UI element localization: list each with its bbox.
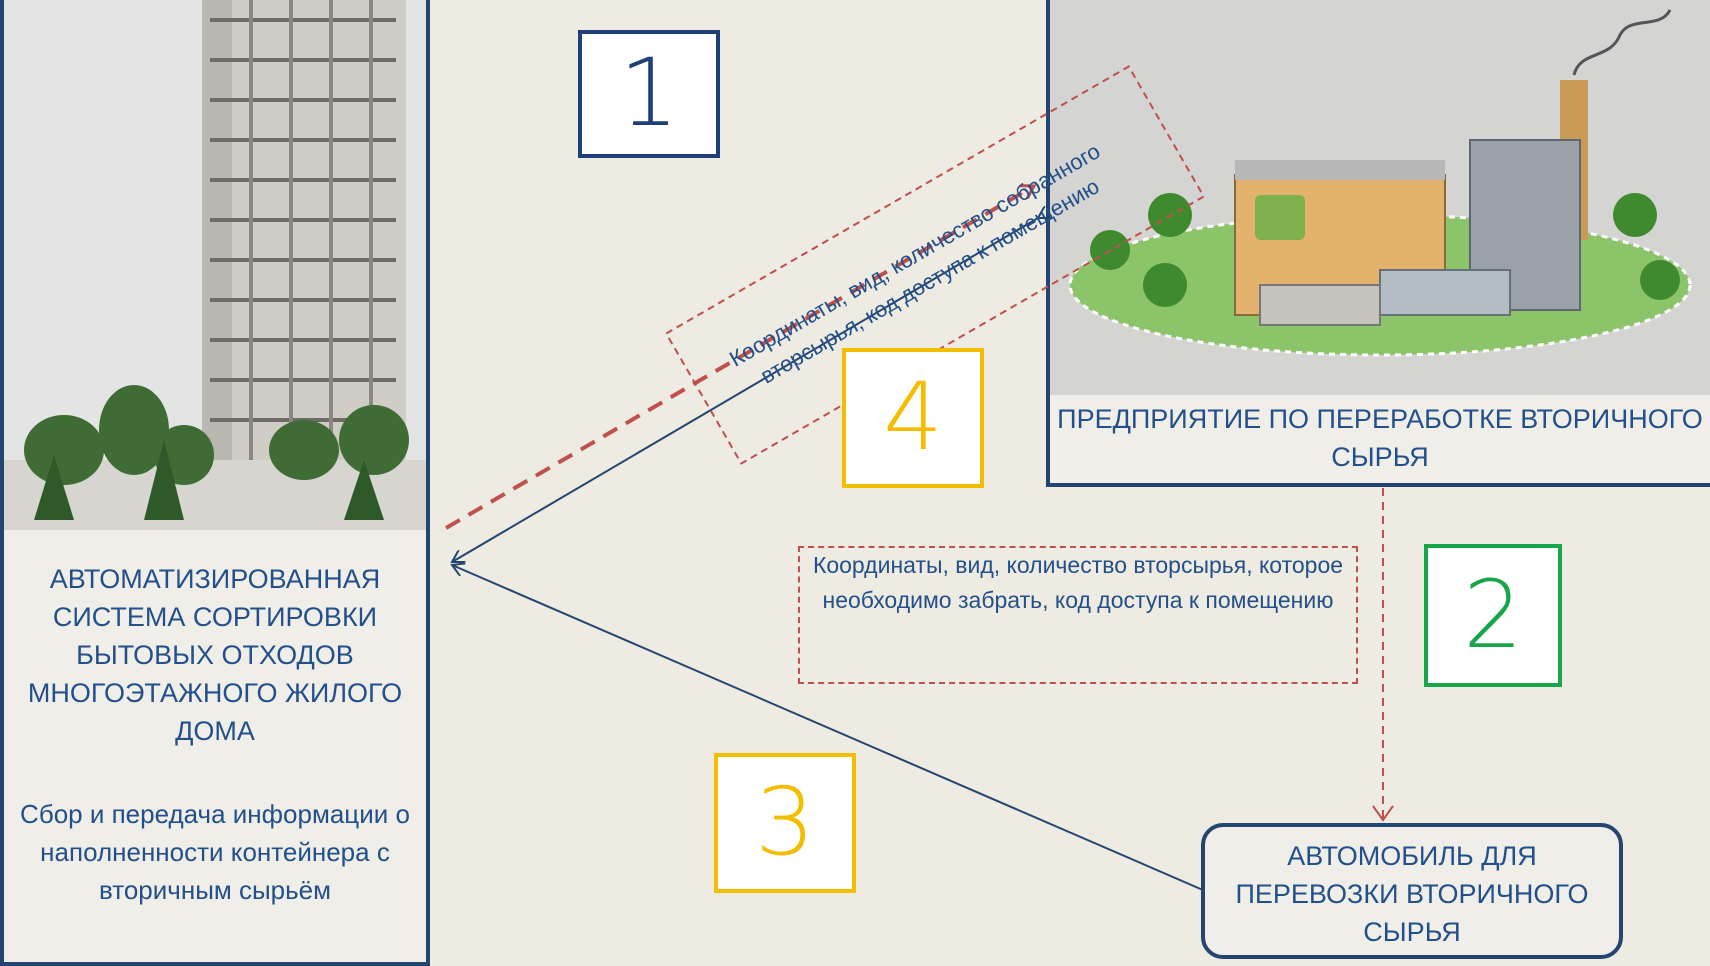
truck-box: АВТОМОБИЛЬ ДЛЯ ПЕРЕВОЗКИ ВТОРИЧНОГО СЫРЬ… — [1201, 823, 1623, 959]
step-1-badge: 1 — [578, 30, 720, 158]
building-image — [4, 0, 426, 530]
note1-border — [664, 65, 1206, 465]
recycling-plant-caption: ПРЕДПРИЯТИЕ ПО ПЕРЕРАБОТКЕ ВТОРИЧНОГО СЫ… — [1057, 404, 1703, 472]
recycling-plant-panel: ПРЕДПРИЯТИЕ ПО ПЕРЕРАБОТКЕ ВТОРИЧНОГО СЫ… — [1046, 0, 1710, 487]
arrow-plant-house-link — [452, 218, 1038, 562]
residential-panel: АВТОМАТИЗИРОВАННАЯ СИСТЕМА СОРТИРОВКИ БЫ… — [0, 0, 430, 966]
note-coordinates-to-truck: Координаты, вид, количество вторсырья, к… — [798, 546, 1358, 684]
step-3-badge: 3 — [714, 753, 856, 893]
residential-subcaption: Сбор и передача информации о наполненнос… — [20, 799, 410, 905]
residential-caption: АВТОМАТИЗИРОВАННАЯ СИСТЕМА СОРТИРОВКИ БЫ… — [27, 564, 403, 746]
recycling-plant-image — [1050, 0, 1710, 395]
step-2-badge: 2 — [1424, 544, 1562, 687]
step-4-badge: 4 — [842, 348, 984, 488]
arrow-truck-to-house — [452, 565, 1204, 891]
